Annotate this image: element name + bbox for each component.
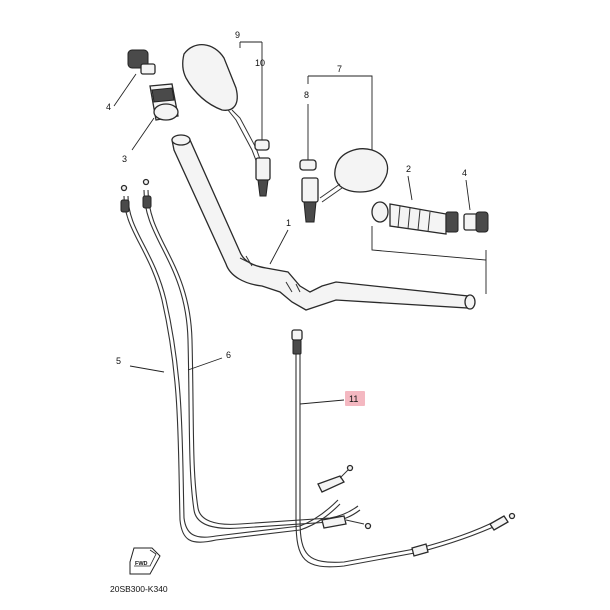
callout-11: 11 [349,394,358,404]
leader-lines [113,41,471,405]
callout-5: 5 [116,356,121,366]
right-mirror[interactable] [301,148,389,223]
callout-4-left: 4 [106,102,111,112]
callout-3: 3 [122,154,127,164]
left-grip-end[interactable] [127,49,156,75]
callout-1: 1 [286,218,291,228]
left-mirror[interactable] [182,44,271,197]
callout-4-right: 4 [462,168,467,178]
clutch-cable[interactable] [291,329,516,568]
diagram-code: 20SB300-K340 [110,584,168,594]
right-grip-end[interactable] [463,211,489,233]
left-grip[interactable] [149,83,179,121]
callout-8: 8 [304,90,309,100]
callout-7: 7 [337,64,342,74]
handlebar[interactable] [171,134,476,311]
left-mirror-cap [254,139,270,151]
callout-10: 10 [255,58,265,68]
callout-2: 2 [406,164,411,174]
callout-11-highlight: 11 [345,391,365,406]
right-mirror-cap [299,159,317,171]
right-grip[interactable] [371,201,459,235]
cable-adjusters [317,464,372,530]
callout-labels: 1 2 3 4 4 5 6 7 8 9 10 [106,30,467,366]
throttle-cable-5[interactable] [120,184,341,543]
fwd-label: FWD [135,561,148,567]
fwd-direction-badge: FWD [129,547,161,575]
callout-6: 6 [226,350,231,360]
right-grip-bracket [371,226,487,294]
callout-9: 9 [235,30,240,40]
